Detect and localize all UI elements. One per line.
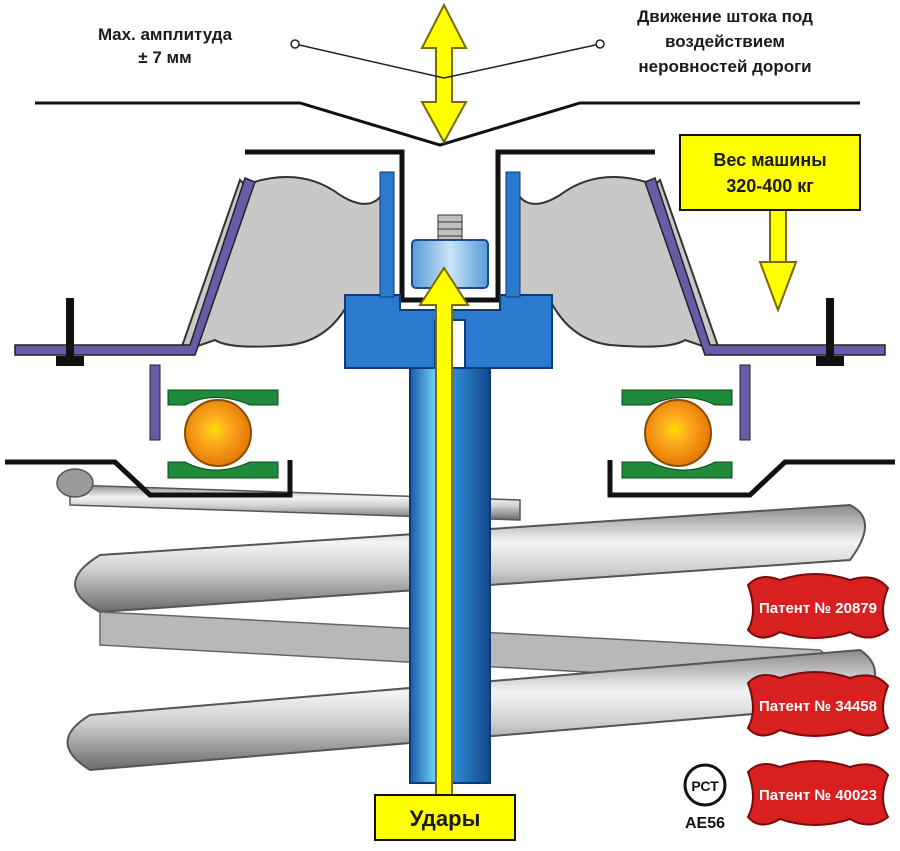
patent-label-1: Патент № 20879: [759, 600, 877, 617]
rod-movement-label-line2: воздействием: [665, 32, 785, 51]
weight-arrow: [758, 209, 798, 313]
certification-mark: РСТ: [691, 778, 719, 794]
rod-movement-label-line1: Движение штока под: [637, 7, 813, 26]
weight-label-line2: 320-400 кг: [726, 176, 814, 196]
patent-badge-3: Патент № 40023: [746, 760, 890, 826]
bushing-inner-left: [379, 171, 395, 298]
weight-label-line1: Вес машины: [713, 150, 826, 170]
amplitude-leader-lines: [290, 39, 605, 79]
patent-badge-1: Патент № 20879: [746, 573, 890, 639]
weight-label-box: Вес машины 320-400 кг: [679, 134, 861, 211]
lower-spring-seat: [5, 459, 895, 498]
rod-movement-label-line3: неровностей дороги: [638, 57, 811, 76]
patent-badge-2: Патент № 34458: [746, 671, 890, 737]
bearing-left: [167, 389, 279, 479]
mount-housing: [14, 177, 886, 441]
max-amplitude-label-line1: Max. амплитуда: [98, 25, 233, 44]
bushing-inner-right: [505, 171, 521, 298]
patent-label-2: Патент № 34458: [759, 698, 877, 715]
max-amplitude-label-line2: ± 7 мм: [138, 48, 191, 67]
impacts-label: Удары: [410, 806, 481, 831]
bearing-right: [621, 389, 733, 479]
certification-logo: РСТ AE56: [683, 763, 727, 832]
amplitude-double-arrow: [420, 2, 468, 145]
impacts-label-box: Удары: [374, 794, 516, 841]
rod-nut: [411, 214, 489, 289]
certification-code: AE56: [685, 815, 725, 832]
patent-label-3: Патент № 40023: [759, 787, 877, 804]
body-top-line: [35, 101, 860, 147]
